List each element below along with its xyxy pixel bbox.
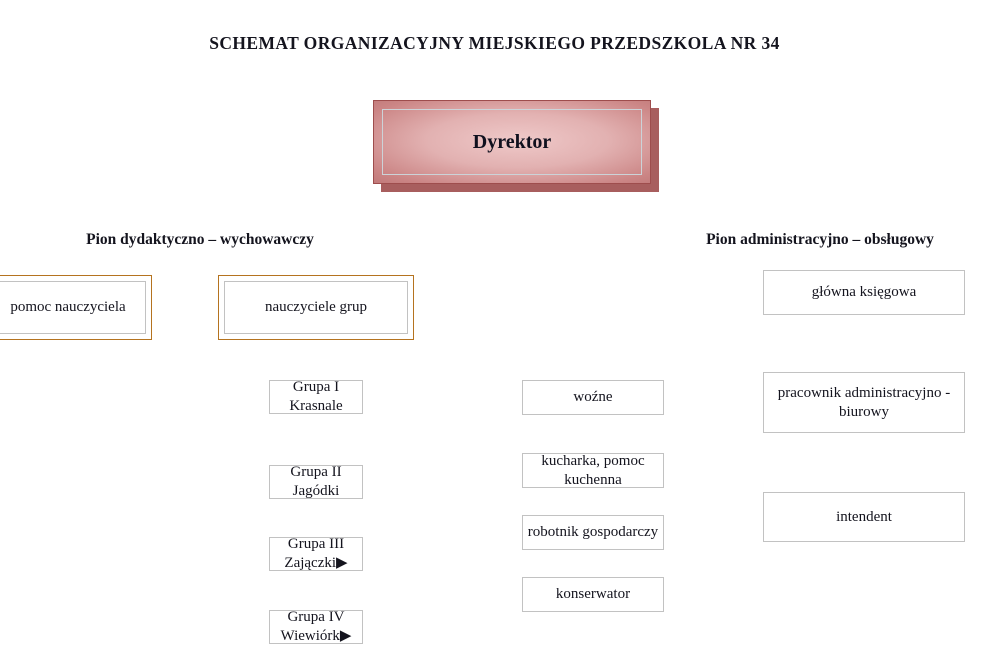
connector-director-left-horizontal [0,0,169,2]
node-admin-clerk-label: pracownik administracyjno - biurowy [777,384,951,420]
node-group-1: Grupa I Krasnale [264,375,368,419]
node-group-3: Grupa III Zajączki▶ [264,532,368,576]
node-group-teachers-label: nauczyciele grup [264,299,368,316]
node-director: Dyrektor [373,100,651,184]
node-group-1-label: Grupa I Krasnale [281,378,350,416]
group-name: Jagódki [292,483,340,499]
connector-group1-group2 [0,181,2,218]
group-name: Zajączki [284,555,337,571]
node-staff-wozne: woźne [517,375,669,420]
node-group-2: Grupa II Jagódki [264,460,368,504]
group-number: Grupa I [292,379,340,396]
node-staff-kucharka-label: kucharka, pomoc kuchenna [541,452,645,488]
division-label-teaching: Pion dydaktyczno – wychowawczy [86,231,314,248]
group-number: Grupa IV [287,609,345,626]
node-teacher-assistant: pomoc nauczyciela [0,275,152,340]
node-group-3-label: Grupa III Zajączki▶ [276,535,355,573]
node-intendent: intendent [758,487,970,547]
connector-staff-intendent [0,490,61,492]
division-label-admin: Pion administracyjno – obsługowy [706,231,934,248]
connector-assistant-teachers [0,149,60,151]
node-group-4-label: Grupa IV Wiewiórk▶ [273,608,360,646]
group-name: Krasnale [289,398,343,414]
node-admin-clerk: pracownik administracyjno - biurowy [758,367,970,438]
node-staff-konserwator: konserwator [517,572,669,617]
node-staff-wozne-label: woźne [573,389,613,406]
node-staff-konserwator-label: konserwator [555,586,631,603]
node-group-4: Grupa IV Wiewiórk▶ [264,605,368,649]
node-intendent-label: intendent [836,508,892,525]
node-chief-accountant-label: główna księgowa [811,284,917,301]
node-staff-robotnik: robotnik gospodarczy [517,510,669,555]
connector-director-right-vertical [0,58,2,149]
group-name: Wiewiórk [280,628,340,644]
connector-group2-group3 [0,218,2,242]
overflow-marker-icon: ▶ [336,555,348,571]
group-number: Grupa II [290,464,342,481]
connector-group3-group4 [0,242,2,267]
page-title: SCHEMAT ORGANIZACYJNY MIEJSKIEGO PRZEDSZ… [209,33,780,53]
node-staff-robotnik-label: robotnik gospodarczy [527,524,659,541]
connector-director-right-horizontal [0,56,238,58]
node-chief-accountant: główna księgowa [758,265,970,320]
group-number: Grupa III [287,536,345,553]
node-staff-kucharka: kucharka, pomoc kuchenna [517,448,669,493]
overflow-marker-icon: ▶ [339,628,352,644]
node-group-2-label: Grupa II Jagódki [282,463,349,501]
node-group-teachers: nauczyciele grup [218,275,414,340]
node-teacher-assistant-label: pomoc nauczyciela [10,299,126,316]
node-director-label: Dyrektor [472,130,552,153]
connector-teachers-group1 [0,151,2,181]
